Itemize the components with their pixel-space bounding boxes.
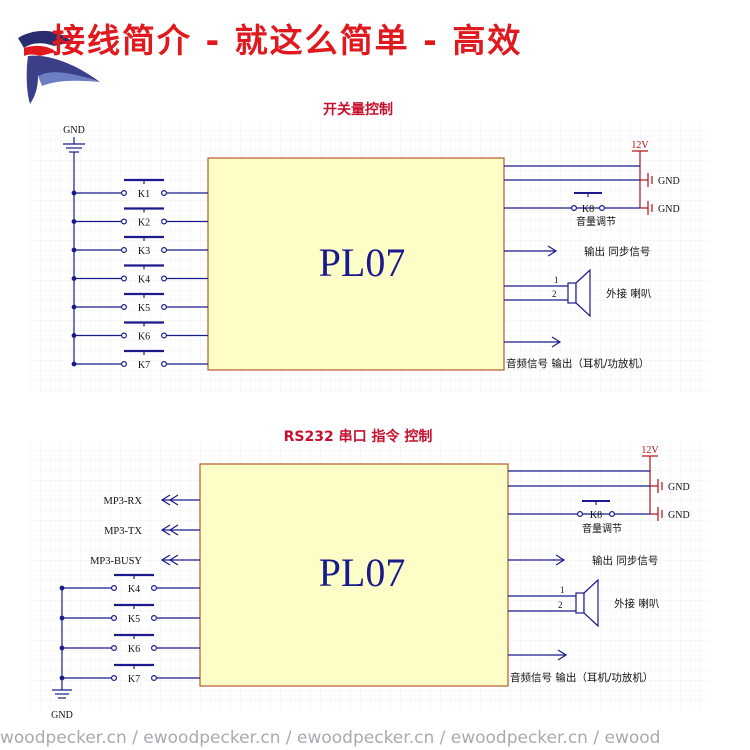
key-switch-k4: K4 bbox=[59, 573, 200, 595]
speaker-icon bbox=[575, 578, 599, 628]
diagram2-chip bbox=[199, 463, 509, 687]
diagram1-power-rail bbox=[504, 150, 648, 209]
diagram1-speaker-label: 外接 喇叭 bbox=[606, 287, 652, 300]
diagram1-k8-label: K8 bbox=[582, 204, 594, 215]
watermark-text: woodpecker.cn / ewoodpecker.cn / ewoodpe… bbox=[0, 728, 661, 748]
diagram1-audio-label: 音频信号 输出（耳机/功放机） bbox=[506, 357, 649, 370]
key-label: K6 bbox=[138, 332, 150, 343]
diagram2-k8-label: K8 bbox=[590, 510, 602, 521]
key-switch-k7: K7 bbox=[59, 663, 200, 685]
key-switch-k6: K6 bbox=[71, 321, 208, 343]
battery-gnd-icon bbox=[650, 479, 663, 521]
diagram2-audio-arrow-icon bbox=[508, 649, 568, 661]
key-switch-k2: K2 bbox=[71, 207, 208, 229]
diagram1-gnd2: GND bbox=[658, 204, 680, 215]
ground-symbol-icon bbox=[52, 588, 72, 699]
serial-signal-mp3-rx: MP3-RX bbox=[103, 494, 200, 507]
diagram1-pin1: 1 bbox=[554, 275, 559, 285]
diagram2-sync-arrow-icon bbox=[508, 554, 566, 566]
diagram2-heading: RS232 串口 指令 控制 bbox=[284, 428, 433, 445]
key-switch-k5: K5 bbox=[59, 603, 200, 625]
key-switch-k1: K1 bbox=[71, 178, 208, 200]
key-switch-k4: K4 bbox=[71, 264, 208, 286]
key-switch-k7: K7 bbox=[71, 349, 208, 371]
key-label: K5 bbox=[128, 614, 140, 625]
key-label: K2 bbox=[138, 218, 150, 229]
diagram2-pin1: 1 bbox=[560, 585, 565, 595]
diagram2-k8-caption: 音量调节 bbox=[582, 522, 622, 535]
diagram1-k8-switch bbox=[570, 192, 605, 212]
diagram2-speaker-wires bbox=[508, 595, 576, 612]
key-label: K6 bbox=[128, 644, 140, 655]
diagram2-sync-label: 输出 同步信号 bbox=[592, 554, 658, 567]
diagram2-gnd-label: GND bbox=[51, 710, 73, 721]
diagram-rs232-control: RS232 串口 指令 控制 PL07 MP3-RX MP3-TX MP3-BUSY… bbox=[30, 428, 710, 721]
diagram2-gnd1: GND bbox=[668, 482, 690, 493]
key-switch-k3: K3 bbox=[71, 235, 208, 257]
speaker-icon bbox=[567, 268, 591, 318]
key-label: K5 bbox=[138, 303, 150, 314]
key-label: K3 bbox=[138, 246, 150, 257]
woodpecker-logo-icon bbox=[18, 30, 100, 104]
serial-signal-mp3-tx: MP3-TX bbox=[104, 524, 200, 537]
signal-label: MP3-RX bbox=[103, 496, 142, 507]
key-label: K4 bbox=[128, 584, 140, 595]
key-label: K1 bbox=[138, 189, 150, 200]
diagram2-pin2: 2 bbox=[558, 600, 563, 610]
serial-signal-mp3-busy: MP3-BUSY bbox=[90, 554, 200, 567]
diagram2-k8-switch bbox=[576, 500, 615, 518]
signal-label: MP3-TX bbox=[104, 526, 142, 537]
battery-gnd-icon bbox=[640, 173, 653, 215]
ground-symbol-icon bbox=[63, 137, 85, 364]
key-switch-k5: K5 bbox=[71, 292, 208, 314]
diagram1-chip bbox=[207, 157, 505, 371]
diagram2-serial-signals: MP3-RX MP3-TX MP3-BUSY bbox=[90, 494, 200, 567]
signal-label: MP3-BUSY bbox=[90, 556, 142, 567]
diagram1-gnd-label: GND bbox=[63, 125, 85, 136]
diagram2-gnd2: GND bbox=[668, 510, 690, 521]
diagram1-k8-caption: 音量调节 bbox=[576, 215, 616, 228]
diagram1-audio-arrow-icon bbox=[504, 336, 562, 348]
diagram2-speaker-label: 外接 喇叭 bbox=[614, 597, 660, 610]
diagram1-chip-label: PL07 bbox=[319, 240, 406, 285]
diagram2-chip-label: PL07 bbox=[319, 550, 406, 595]
diagram1-sync-arrow-icon bbox=[504, 245, 558, 257]
diagram2-power-label: 12V bbox=[641, 445, 659, 456]
diagram1-heading: 开关量控制 bbox=[323, 101, 393, 118]
diagram1-power-label: 12V bbox=[631, 140, 649, 151]
diagram1-speaker-wires bbox=[504, 285, 568, 301]
diagram2-audio-label: 音频信号 输出（耳机/功放机） bbox=[510, 671, 653, 684]
diagram1-pin2: 2 bbox=[552, 289, 557, 299]
header-banner: 接线简介 - 就这么简单 - 高效 bbox=[0, 0, 750, 104]
key-label: K7 bbox=[128, 674, 140, 685]
diagram1-sync-label: 输出 同步信号 bbox=[584, 245, 650, 258]
key-label: K7 bbox=[138, 360, 150, 371]
diagram1-gnd1: GND bbox=[658, 176, 680, 187]
key-label: K4 bbox=[138, 275, 150, 286]
banner-title: 接线简介 - 就这么简单 - 高效 bbox=[52, 21, 523, 60]
